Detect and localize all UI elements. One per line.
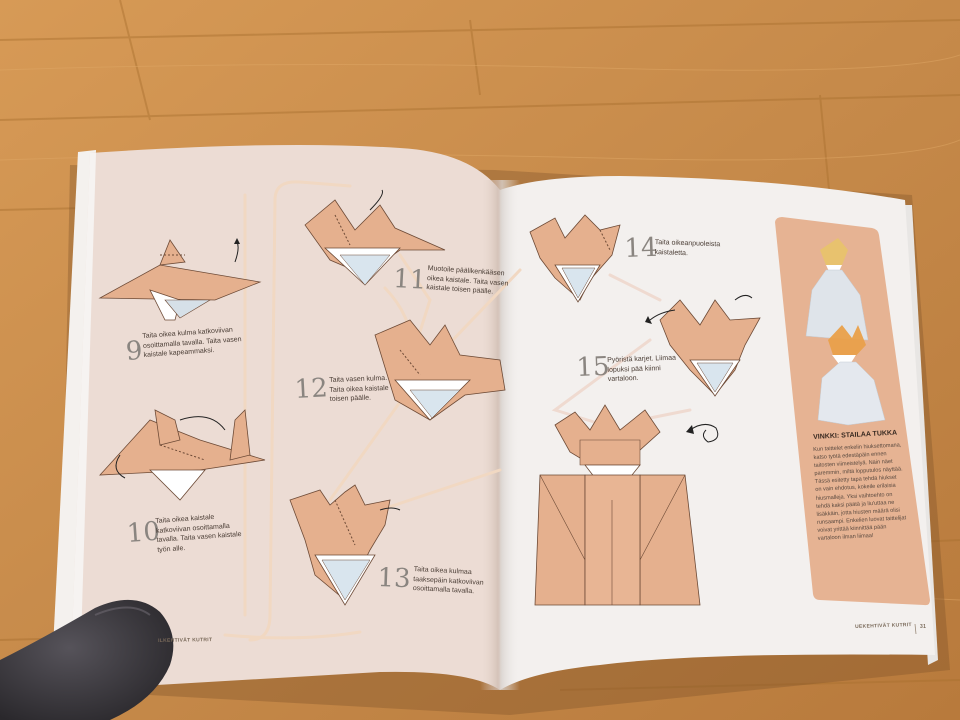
step-15-number: 15 — [576, 354, 610, 381]
footer-left-running-head: ILKEHTIVÄT KUTRIT — [158, 637, 212, 644]
step-9-number: 9 — [125, 338, 143, 365]
step-13-number: 13 — [377, 565, 411, 592]
step-10-text: Taita oikea kaistale katkoviivan osoitta… — [155, 511, 243, 555]
step-12-text: Taita vasen kulma. Taita oikea kaistale … — [329, 374, 389, 405]
step-15-text: Pyöristä karjet. Liimaa lopuksi pää kiin… — [607, 354, 677, 385]
step-14-number: 14 — [624, 235, 658, 262]
step-11-text: Muotoile päälikenkääsen oikea kaistale. … — [426, 264, 509, 298]
step-13-text: Taita oikea kulmaa taaksepäin katkoviiva… — [413, 565, 485, 597]
gutter-shadow — [480, 180, 520, 690]
page-number: 31 — [920, 624, 926, 630]
tip-body: Kun taittelet enkelin hiuksettomana, kat… — [813, 441, 907, 543]
step-14-text: Taita oikeanpuoleista kaistaletta. — [654, 238, 720, 259]
step-12-number: 12 — [294, 375, 328, 403]
step-11-number: 11 — [393, 266, 427, 294]
